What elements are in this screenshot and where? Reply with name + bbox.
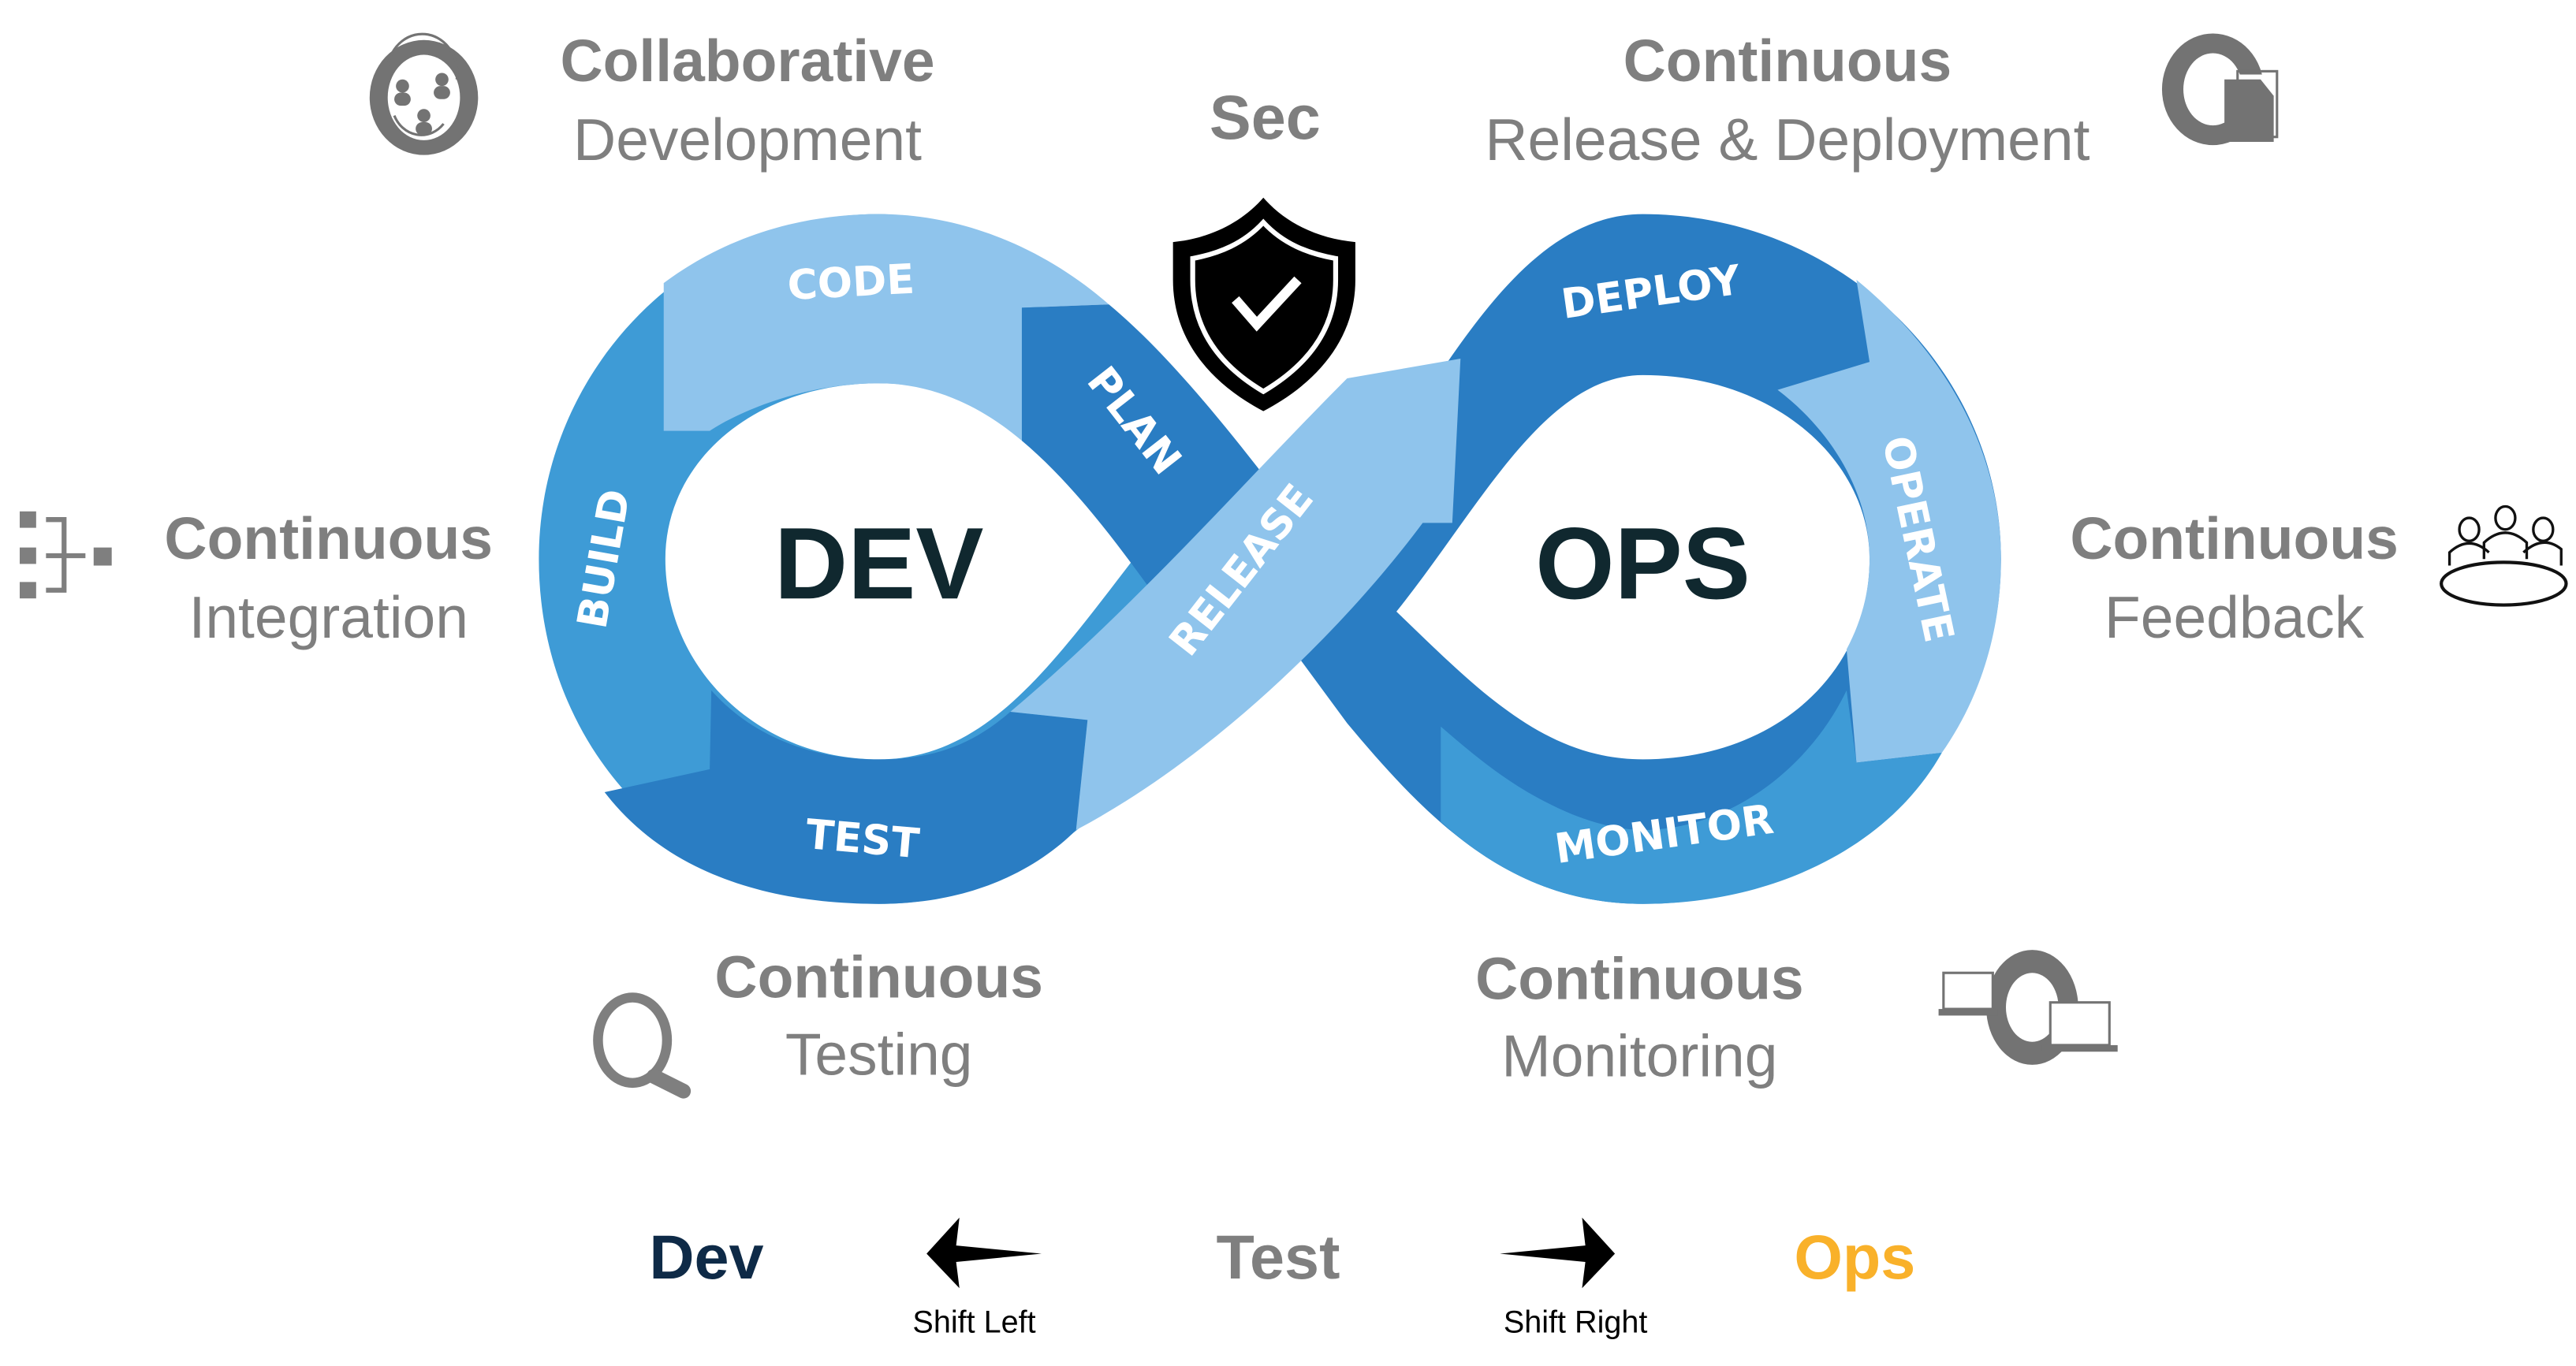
integration-tree-icon xyxy=(20,511,112,599)
practice-subtitle: Development xyxy=(573,106,922,173)
segment-operate xyxy=(1777,279,2001,763)
stage-code-label: CODE xyxy=(786,256,915,310)
practice-subtitle: Testing xyxy=(785,1021,973,1087)
magnifier-icon xyxy=(593,992,692,1099)
shift-dev-label: Dev xyxy=(649,1222,763,1292)
shift-right-arrow-icon xyxy=(1500,1217,1616,1289)
practice-continuous-integration: Continuous Integration xyxy=(20,505,493,650)
monitoring-cycle-icon xyxy=(1938,950,2118,1065)
practice-title: Continuous xyxy=(164,505,493,571)
shift-left-arrow-icon xyxy=(926,1217,1042,1289)
infinity-loop: DEV OPS CODE PLAN BUILD TEST RELEASE DEP… xyxy=(539,214,2001,904)
practice-title: Continuous xyxy=(714,944,1043,1010)
shift-left-label: Shift Left xyxy=(912,1305,1035,1340)
practice-subtitle: Release & Deployment xyxy=(1485,106,2090,173)
meeting-table-icon xyxy=(2440,504,2568,607)
sec-label: Sec xyxy=(1210,82,1321,152)
practice-subtitle: Monitoring xyxy=(1501,1023,1777,1089)
segment-release xyxy=(1010,358,1461,830)
practice-continuous-monitoring: Continuous Monitoring xyxy=(1475,946,2118,1089)
shift-test-label: Test xyxy=(1217,1222,1340,1292)
security-shield-icon xyxy=(1172,197,1355,411)
ops-hub-label: OPS xyxy=(1535,507,1750,620)
release-documents-icon xyxy=(2161,33,2284,146)
shift-legend: Dev Shift Left Test Shift Right Ops xyxy=(649,1217,1915,1340)
checkmark-icon xyxy=(1232,276,1302,332)
practice-continuous-release-deployment: Continuous Release & Deployment xyxy=(1485,28,2284,173)
practice-continuous-feedback: Continuous Feedback xyxy=(2070,504,2568,650)
segment-code xyxy=(663,214,1109,441)
practice-title: Continuous xyxy=(2070,505,2399,571)
practice-title: Continuous xyxy=(1475,946,1804,1012)
shift-ops-label: Ops xyxy=(1794,1222,1915,1292)
practice-collaborative-development: Collaborative Development xyxy=(369,28,935,173)
segment-test xyxy=(604,690,1088,904)
segment-monitor xyxy=(1441,690,1942,904)
practice-continuous-testing: Continuous Testing xyxy=(593,944,1043,1099)
stage-test-label: TEST xyxy=(803,811,921,868)
practice-subtitle: Feedback xyxy=(2104,584,2365,650)
collaboration-cycle-icon xyxy=(369,32,479,155)
dev-hub-label: DEV xyxy=(774,507,984,620)
practice-subtitle: Integration xyxy=(188,584,468,650)
practice-title: Continuous xyxy=(1624,28,1952,94)
practice-title: Collaborative xyxy=(560,28,934,94)
shift-right-label: Shift Right xyxy=(1504,1305,1648,1340)
